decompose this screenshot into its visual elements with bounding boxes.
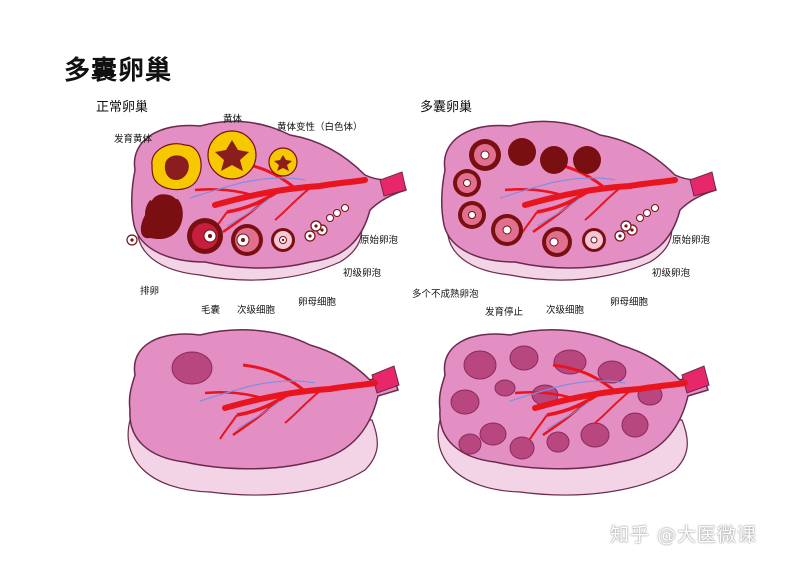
label-secondary-follicle: 次级细胞 bbox=[237, 305, 276, 316]
degenerating-corpus-luteum bbox=[268, 147, 298, 177]
ovulating-follicle bbox=[140, 190, 183, 240]
arrested-follicles bbox=[453, 138, 606, 257]
watermark: 知乎 @大医微课 bbox=[610, 524, 758, 546]
label-primary-follicle: 初级卵泡 bbox=[343, 268, 382, 279]
normal-ovary-section bbox=[127, 329, 400, 496]
label-degenerating-corpus-luteum: 黄体变性（白色体） bbox=[277, 122, 363, 133]
pcos-primordial-follicles bbox=[636, 204, 659, 222]
label-follicle: 毛囊 bbox=[201, 305, 221, 316]
developing-corpus-luteum bbox=[151, 143, 202, 191]
secondary-follicle bbox=[231, 224, 263, 256]
pcos-ovary-heading: 多囊卵巢 bbox=[420, 100, 473, 115]
label-arrested-development: 发育停止 bbox=[485, 307, 524, 318]
label-pcos-primary-follicle: 初级卵泡 bbox=[652, 268, 691, 279]
follicle bbox=[187, 218, 223, 254]
label-corpus-luteum: 黄体 bbox=[223, 114, 243, 125]
page-title: 多囊卵巢 bbox=[64, 56, 173, 86]
label-pcos-secondary-follicle: 次级细胞 bbox=[546, 305, 585, 316]
label-pcos-primordial-follicle: 原始卵泡 bbox=[672, 235, 711, 246]
label-ovulation: 排卵 bbox=[140, 286, 160, 297]
primordial-follicles bbox=[326, 204, 349, 222]
corpus-luteum bbox=[207, 130, 257, 180]
label-oocyte: 卵母细胞 bbox=[298, 297, 337, 308]
pcos-ovary-diagram bbox=[441, 120, 717, 281]
oocyte bbox=[271, 228, 295, 252]
single-follicle bbox=[171, 351, 213, 385]
multiple-cysts bbox=[450, 345, 663, 460]
label-primordial-follicle: 原始卵泡 bbox=[360, 235, 399, 246]
normal-ovary-heading: 正常卵巢 bbox=[96, 100, 149, 115]
pcos-ovary-section bbox=[437, 329, 710, 496]
normal-ovary-diagram bbox=[126, 120, 407, 281]
label-pcos-oocyte: 卵母细胞 bbox=[610, 297, 649, 308]
label-developing-corpus-luteum: 发育黄体 bbox=[114, 134, 153, 145]
label-immature-follicles: 多个不成熟卵泡 bbox=[412, 289, 479, 300]
